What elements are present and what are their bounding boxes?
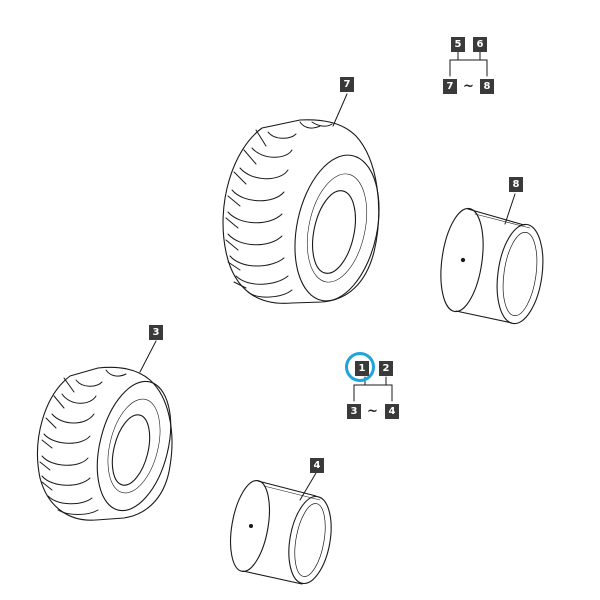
lower-rim-drawing bbox=[230, 472, 332, 585]
callout-3-range[interactable]: 3 bbox=[347, 404, 361, 419]
range-separator-top: ~ bbox=[463, 79, 474, 94]
lower-tire-drawing bbox=[37, 340, 173, 521]
callout-6[interactable]: 6 bbox=[473, 37, 487, 52]
callout-4-range[interactable]: 4 bbox=[385, 404, 399, 419]
callout-3-tire[interactable]: 3 bbox=[149, 325, 163, 340]
callout-2[interactable]: 2 bbox=[379, 361, 393, 376]
callout-7-range[interactable]: 7 bbox=[443, 79, 457, 94]
upper-rim-drawing bbox=[440, 193, 544, 325]
range-separator-middle: ~ bbox=[367, 404, 378, 419]
callout-7-tire[interactable]: 7 bbox=[340, 77, 354, 92]
callout-8-rim[interactable]: 8 bbox=[509, 177, 523, 192]
callout-1[interactable]: 1 bbox=[355, 361, 369, 376]
callout-4-rim[interactable]: 4 bbox=[310, 458, 324, 473]
upper-tire-drawing bbox=[222, 93, 380, 304]
bracket-top-right bbox=[449, 51, 488, 77]
selected-callout-highlight bbox=[345, 352, 375, 382]
callout-8-range[interactable]: 8 bbox=[480, 79, 494, 94]
callout-5[interactable]: 5 bbox=[451, 37, 465, 52]
